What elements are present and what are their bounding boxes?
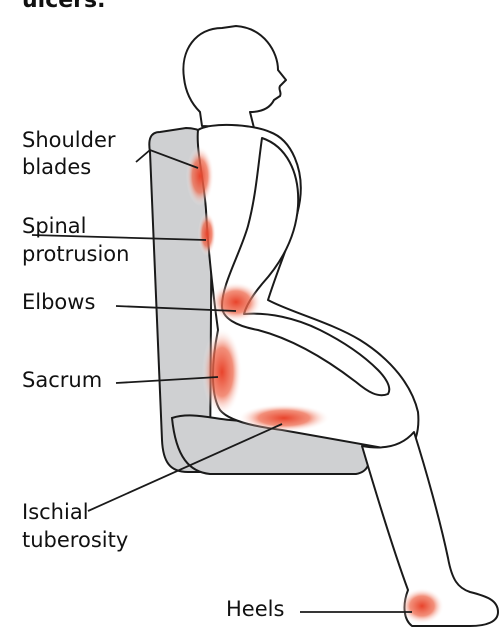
label-ischial-tuberosity-line1: Ischial [22,500,89,525]
label-spinal-protrusion-line2: protrusion [22,242,129,267]
label-spinal-protrusion-line1: Spinal [22,214,87,239]
hotspot-ischial-tuberosity [238,404,330,432]
person-outline [183,26,498,626]
label-heels: Heels [226,597,284,622]
label-shoulder-blades-line1: Shoulder [22,128,116,153]
hotspot-heels [400,588,444,624]
label-elbows: Elbows [22,290,95,315]
hotspot-spinal-protrusion [198,212,216,256]
label-ischial-tuberosity-line2: tuberosity [22,528,128,553]
hotspot-elbows [210,282,262,322]
label-shoulder-blades-line2: blades [22,155,91,180]
label-sacrum: Sacrum [22,368,102,393]
hotspot-shoulder-blades [186,146,214,206]
hotspot-sacrum [202,328,242,416]
